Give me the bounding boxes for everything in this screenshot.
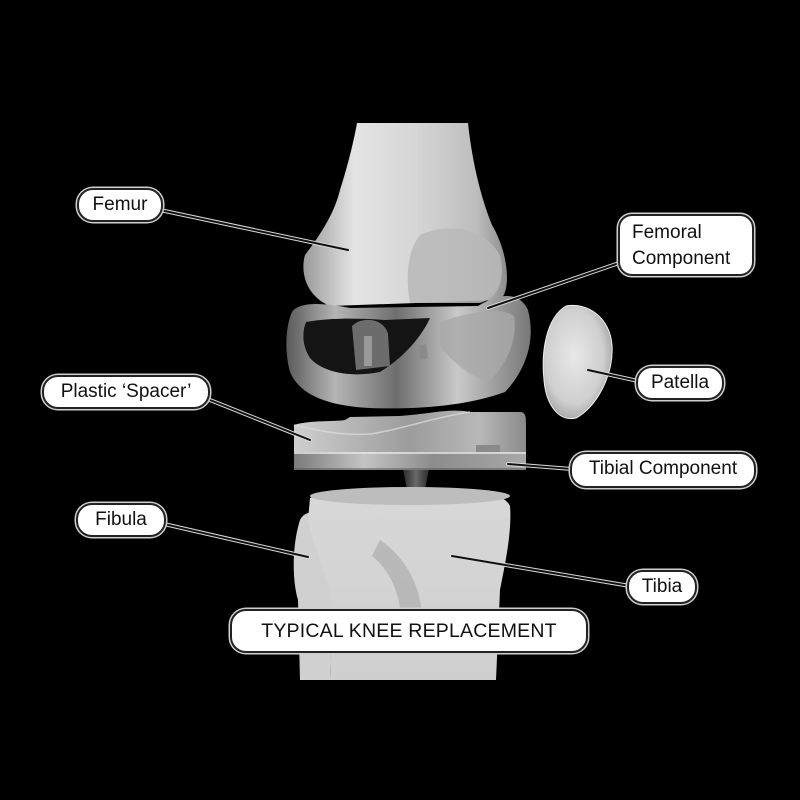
label-fibula: Fibula [76,503,166,537]
label-tibia: Tibia [627,570,697,604]
leader-femur [158,208,350,252]
label-plastic-spacer: Plastic ‘Spacer’ [42,375,210,409]
label-femoral-component: Femoral Component [618,214,754,276]
tibial-component-tray [294,452,526,499]
leader-tibial-component [506,462,574,471]
femur-bone [303,123,507,306]
leader-lines [158,208,640,588]
label-femur: Femur [77,188,163,222]
label-femoral-component-line2: Component [632,248,731,269]
femoral-component-implant [286,295,531,409]
label-femoral-component-line1: Femoral [632,222,702,243]
diagram-title: TYPICAL KNEE REPLACEMENT [230,609,588,653]
leader-plastic-spacer [203,396,312,442]
leader-patella [586,368,640,383]
label-patella: Patella [636,366,724,400]
leader-tibia [450,554,632,588]
patella-bone [542,304,613,420]
leader-fibula [162,522,310,559]
plastic-spacer-insert [293,410,526,453]
label-tibial-component: Tibial Component [570,452,756,488]
leader-femoral-component [486,260,624,310]
